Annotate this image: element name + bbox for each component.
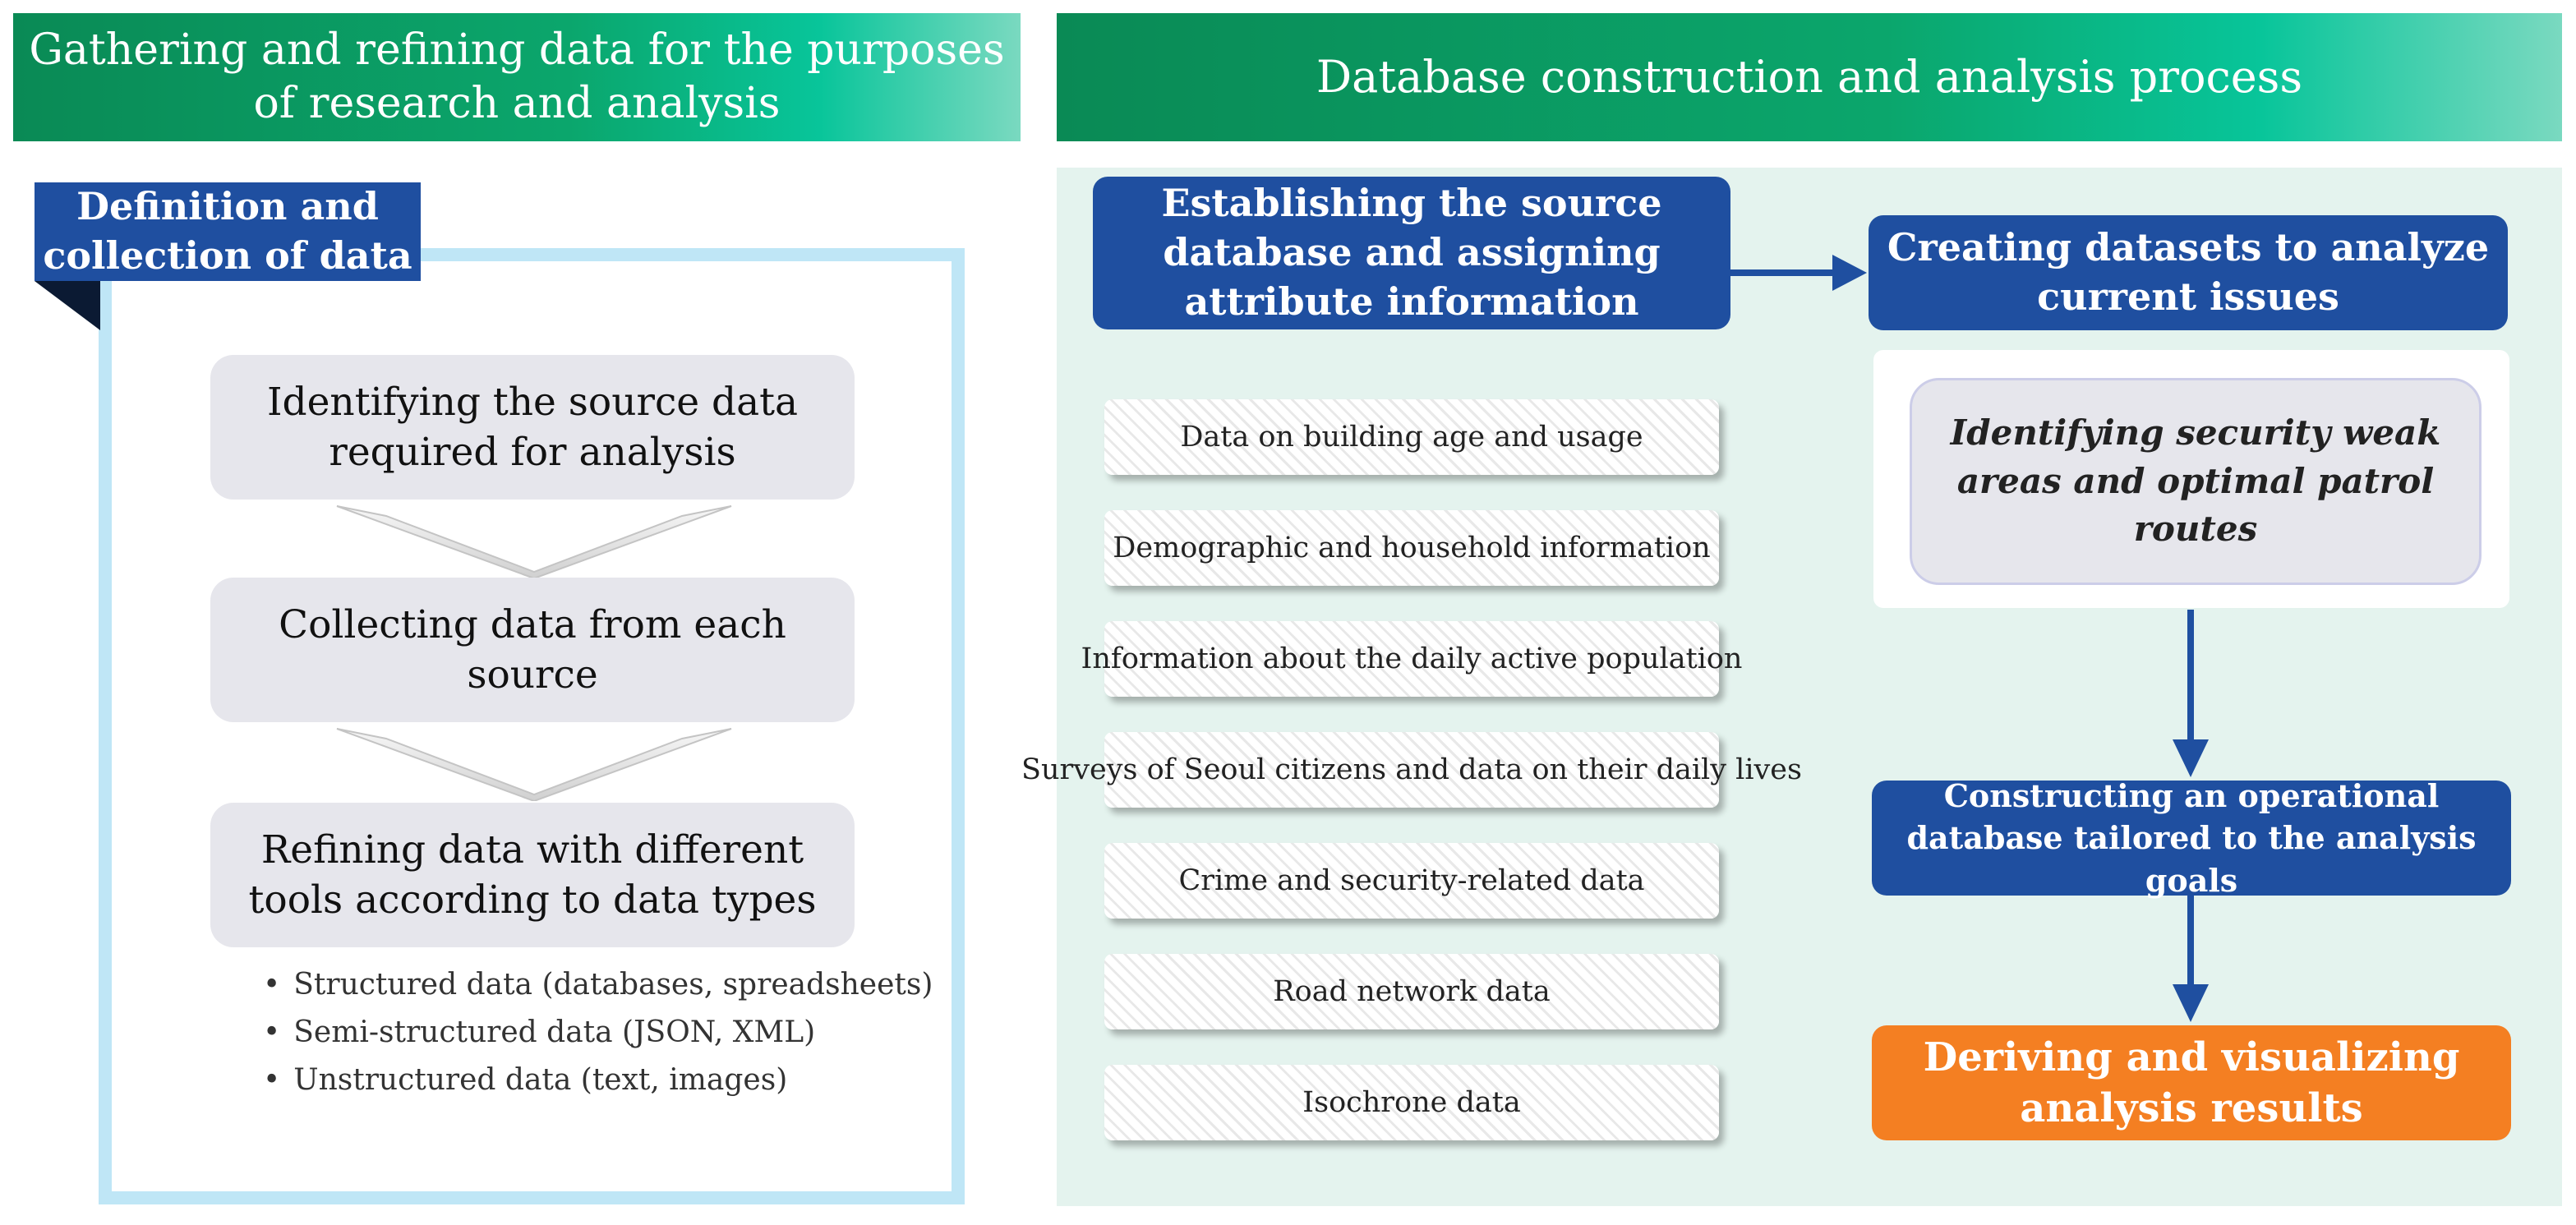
datasets-box: Creating datasets to analyze current iss…	[1869, 215, 2508, 330]
results-box: Deriving and visualizing analysis result…	[1872, 1025, 2511, 1140]
issue-label: Identifying security weak areas and opti…	[1950, 412, 2441, 550]
left-header-title: Gathering and refining data for the purp…	[29, 25, 1005, 128]
step-label: Refining data with different tools accor…	[248, 827, 817, 923]
step-collect-data: Collecting data from each source	[210, 578, 855, 722]
source-item-card	[1104, 1065, 1719, 1140]
arrow-down-icon	[2173, 610, 2209, 777]
left-header-banner: Gathering and refining data for the purp…	[13, 13, 1021, 141]
step-identify-source: Identifying the source data required for…	[210, 355, 855, 500]
operational-database-label: Constructing an operational database tai…	[1906, 777, 2477, 899]
data-types-list: Structured data (databases, spreadsheets…	[263, 961, 970, 1104]
results-label: Deriving and visualizing analysis result…	[1923, 1034, 2460, 1131]
definition-tab-fold	[35, 281, 100, 330]
arrow-right-icon	[1730, 255, 1867, 291]
source-database-box: Establishing the source database and ass…	[1093, 177, 1730, 329]
arrow-down-icon	[2173, 896, 2209, 1022]
list-item: Structured data (databases, spreadsheets…	[263, 961, 970, 1009]
source-item-card	[1104, 843, 1719, 919]
issue-box: Identifying security weak areas and opti…	[1910, 378, 2482, 585]
step-label: Collecting data from each source	[279, 601, 786, 698]
chevron-down-icon	[336, 728, 732, 801]
source-item-card	[1104, 621, 1719, 697]
step-refine-data: Refining data with different tools accor…	[210, 803, 855, 947]
chevron-down-icon	[336, 505, 732, 578]
list-item: Unstructured data (text, images)	[263, 1057, 970, 1104]
step-label: Identifying the source data required for…	[266, 379, 799, 475]
right-header-banner: Database construction and analysis proce…	[1057, 13, 2562, 141]
datasets-label: Creating datasets to analyze current iss…	[1887, 225, 2490, 319]
source-item-label: Information about the daily active popul…	[1081, 642, 1743, 675]
source-item-card	[1104, 399, 1719, 475]
right-header-title: Database construction and analysis proce…	[1316, 51, 2303, 104]
operational-database-box: Constructing an operational database tai…	[1872, 777, 2511, 899]
source-item-card	[1104, 954, 1719, 1029]
source-item-card	[1104, 732, 1719, 808]
definition-tab-label: Definition and collection of data	[43, 184, 412, 278]
source-item-label: Road network data	[1273, 975, 1551, 1008]
source-item-label: Isochrone data	[1302, 1086, 1521, 1119]
source-item-label: Data on building age and usage	[1180, 421, 1643, 454]
source-item-label: Demographic and household information	[1113, 532, 1711, 564]
source-item-label: Surveys of Seoul citizens and data on th…	[1021, 753, 1802, 786]
definition-tab: Definition and collection of data	[35, 182, 421, 281]
list-item: Semi-structured data (JSON, XML)	[263, 1009, 970, 1057]
source-database-label: Establishing the source database and ass…	[1161, 181, 1662, 324]
source-item-label: Crime and security-related data	[1178, 864, 1645, 897]
source-item-card	[1104, 510, 1719, 586]
